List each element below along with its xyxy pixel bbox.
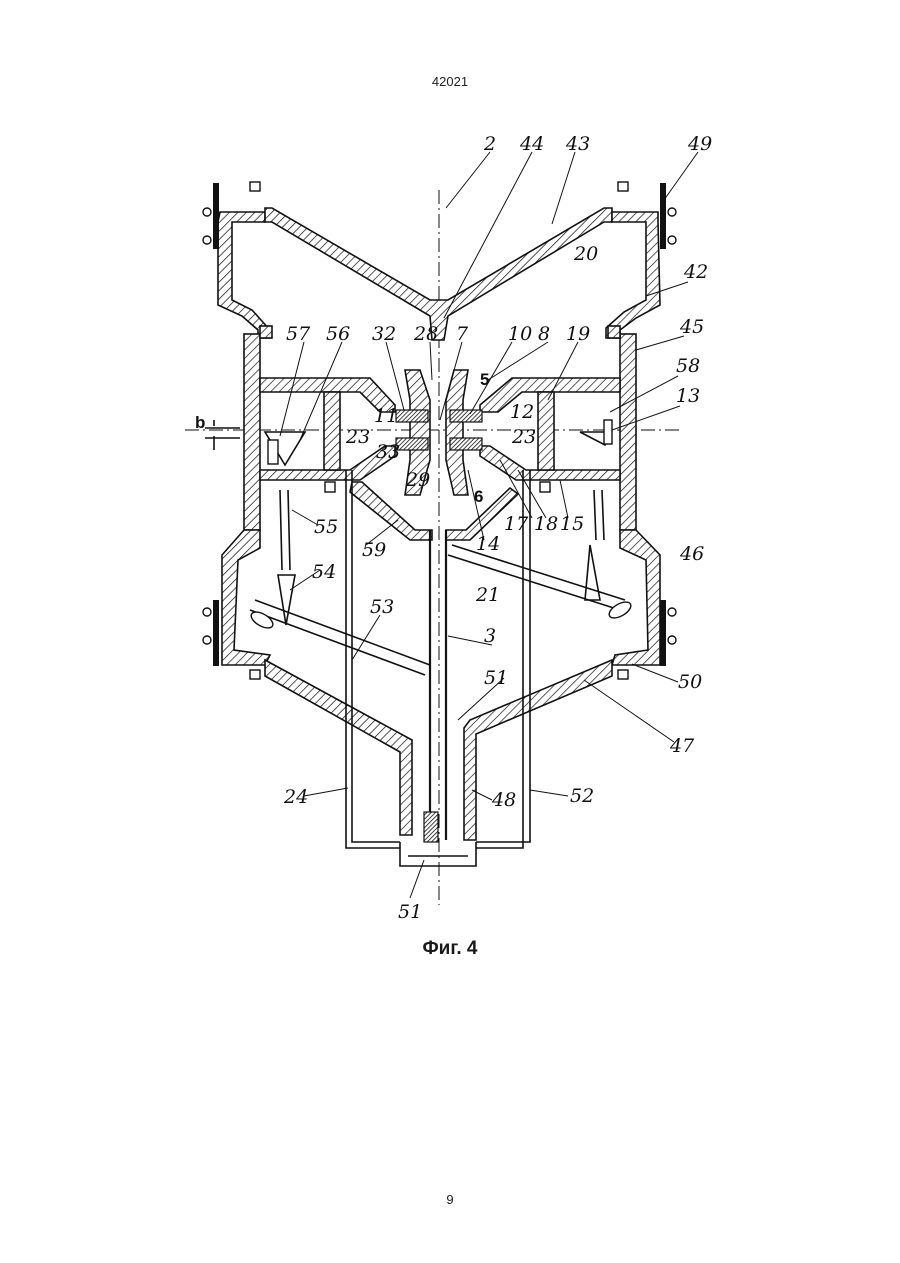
label-12: 12	[510, 401, 534, 423]
label-7: 7	[456, 323, 469, 345]
label-10: 10	[508, 323, 532, 345]
label-11: 11	[374, 405, 398, 427]
label-23-right: 23	[511, 426, 536, 448]
label-49: 49	[687, 133, 712, 155]
label-47: 47	[669, 735, 695, 757]
figure-caption: Фиг. 4	[0, 938, 900, 960]
label-19: 19	[566, 323, 590, 345]
label-15: 15	[560, 513, 584, 535]
label-54: 54	[312, 561, 336, 583]
label-29: 29	[405, 469, 430, 491]
label-58: 58	[676, 355, 700, 377]
label-42: 42	[683, 261, 708, 283]
label-51-bottom: 51	[398, 901, 422, 923]
middle-housing	[205, 326, 636, 540]
label-18: 18	[534, 513, 558, 535]
label-57: 57	[286, 323, 311, 345]
label-23-left: 23	[345, 426, 370, 448]
label-55: 55	[314, 516, 338, 538]
top-hopper	[203, 182, 676, 340]
label-44: 44	[519, 133, 544, 155]
label-b: b	[195, 413, 205, 432]
label-17: 17	[504, 513, 529, 535]
label-43: 43	[565, 133, 590, 155]
label-32: 32	[372, 323, 396, 345]
label-50: 50	[678, 671, 702, 693]
label-14: 14	[476, 533, 500, 555]
label-53: 53	[370, 596, 394, 618]
shaft	[424, 530, 446, 842]
label-45: 45	[679, 316, 704, 338]
page-number: 9	[0, 1192, 900, 1207]
label-59: 59	[362, 539, 386, 561]
label-48: 48	[491, 789, 516, 811]
label-28: 28	[413, 323, 438, 345]
label-8: 8	[538, 323, 550, 345]
label-20: 20	[573, 243, 598, 265]
label-21: 21	[475, 584, 500, 606]
label-52: 52	[570, 785, 594, 807]
label-46: 46	[679, 543, 704, 565]
label-13: 13	[676, 385, 700, 407]
label-24: 24	[283, 786, 308, 808]
label-33: 33	[376, 441, 400, 463]
label-2: 2	[483, 133, 496, 155]
label-56: 56	[326, 323, 350, 345]
